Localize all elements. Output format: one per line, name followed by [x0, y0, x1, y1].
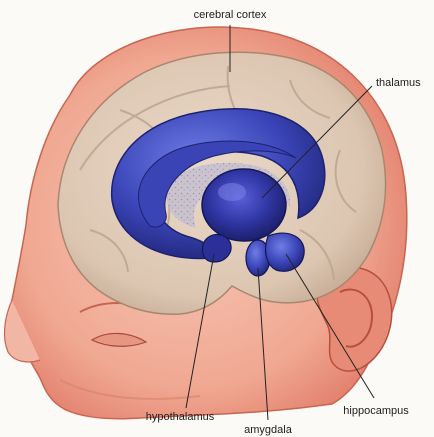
thalamus-highlight	[218, 183, 246, 201]
label-cerebral-cortex: cerebral cortex	[194, 9, 267, 21]
label-thalamus: thalamus	[376, 77, 421, 89]
label-hypothalamus: hypothalamus	[146, 411, 215, 423]
label-hippocampus: hippocampus	[343, 405, 409, 417]
thalamus-shape	[202, 169, 286, 241]
label-amygdala: amygdala	[244, 424, 293, 436]
hippocampus-shape	[266, 233, 305, 271]
hypothalamus-shape	[202, 235, 231, 263]
